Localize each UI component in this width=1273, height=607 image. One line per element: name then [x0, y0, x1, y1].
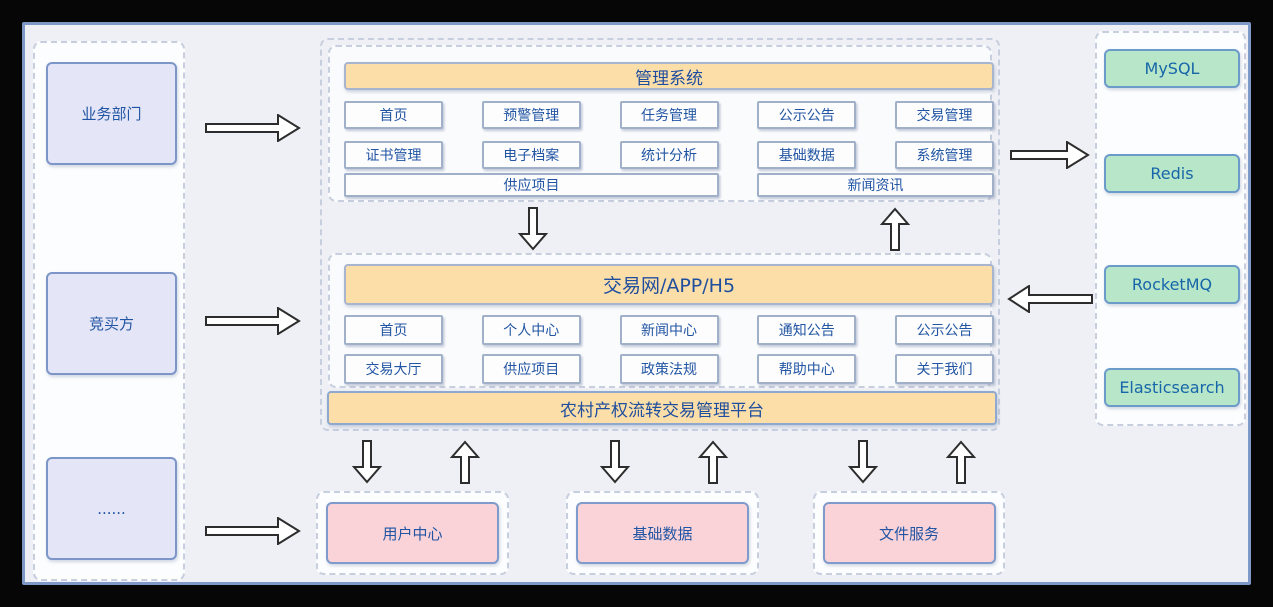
service-label: 用户中心: [382, 524, 443, 543]
actor-bidder: 竞买方: [46, 272, 177, 375]
infra-rocketmq: RocketMQ: [1104, 265, 1240, 304]
module-box: 关于我们: [895, 354, 994, 384]
module-box: 公示公告: [895, 315, 994, 345]
infra-elasticsearch: Elasticsearch: [1104, 368, 1240, 407]
module-box: 首页: [344, 101, 443, 129]
arrow-up-icon: [945, 440, 977, 484]
infra-label: MySQL: [1144, 59, 1200, 78]
infra-mysql: MySQL: [1104, 49, 1240, 88]
arrow-down-icon: [351, 440, 383, 484]
module-box: 供应项目: [481, 354, 581, 384]
module-box: 交易管理: [895, 101, 994, 129]
module-box: 政策法规: [619, 354, 719, 384]
module-box: 基础数据: [757, 141, 857, 169]
service-box: 用户中心: [326, 502, 499, 564]
arrow-down-icon: [847, 440, 879, 484]
platform-title: 农村产权流转交易管理平台: [560, 400, 764, 421]
service-panel-user-center: 用户中心: [316, 491, 509, 575]
arrow-up-icon: [879, 207, 911, 251]
panel-title: 管理系统: [635, 68, 703, 89]
actor-label: 竞买方: [88, 315, 134, 333]
infra-label: Redis: [1150, 164, 1194, 183]
infra-label: Elasticsearch: [1119, 378, 1225, 397]
module-box: 通知公告: [757, 315, 857, 345]
application-panel: 管理系统 首页 预警管理 任务管理 公示公告 交易管理 证书管理 电子档案 统计…: [320, 38, 1000, 431]
platform-bar: 农村产权流转交易管理平台: [327, 391, 997, 425]
arrow-up-icon: [697, 440, 729, 484]
service-box: 基础数据: [576, 502, 749, 564]
service-panel-file-service: 文件服务: [813, 491, 1005, 575]
module-box: 首页: [344, 315, 443, 345]
module-box: 交易大厅: [344, 354, 443, 384]
diagram-canvas: 业务部门 竞买方 ...... 管理系统 首页 预警管理 任务管理 公示公告: [22, 22, 1251, 585]
trade-module-grid: 首页 个人中心 新闻中心 通知公告 公示公告 交易大厅 供应项目 政策法规 帮助…: [344, 315, 994, 384]
management-system-header: 管理系统: [344, 62, 994, 90]
arrow-left-icon: [1007, 285, 1093, 313]
service-label: 文件服务: [878, 524, 939, 543]
module-box-wide: 新闻资讯: [757, 173, 994, 197]
module-box: 任务管理: [619, 101, 719, 129]
module-box: 系统管理: [895, 141, 994, 169]
arrow-right-icon: [1010, 141, 1090, 169]
trade-portal-header: 交易网/APP/H5: [344, 264, 994, 305]
infra-redis: Redis: [1104, 154, 1240, 193]
arrow-right-icon: [205, 517, 301, 545]
actor-label: ......: [97, 499, 126, 518]
arrow-up-icon: [449, 440, 481, 484]
management-module-grid: 首页 预警管理 任务管理 公示公告 交易管理 证书管理 电子档案 统计分析 基础…: [344, 101, 994, 169]
arrow-down-icon: [517, 207, 549, 251]
module-box: 帮助中心: [757, 354, 857, 384]
service-label: 基础数据: [632, 524, 693, 543]
actor-label: 业务部门: [81, 105, 142, 123]
module-box: 统计分析: [619, 141, 719, 169]
arrow-right-icon: [205, 114, 301, 142]
infra-label: RocketMQ: [1131, 275, 1213, 294]
infrastructure-panel: MySQL Redis RocketMQ Elasticsearch: [1095, 31, 1246, 426]
module-box-wide: 供应项目: [344, 173, 719, 197]
module-box: 新闻中心: [619, 315, 719, 345]
module-box: 电子档案: [481, 141, 581, 169]
module-box: 个人中心: [481, 315, 581, 345]
arrow-down-icon: [599, 440, 631, 484]
panel-title: 交易网/APP/H5: [602, 275, 736, 297]
arrow-right-icon: [205, 307, 301, 335]
actors-panel: 业务部门 竞买方 ......: [33, 41, 185, 581]
management-system-panel: 管理系统 首页 预警管理 任务管理 公示公告 交易管理 证书管理 电子档案 统计…: [328, 45, 994, 202]
module-box: 证书管理: [344, 141, 443, 169]
module-box: 公示公告: [757, 101, 857, 129]
module-box: 预警管理: [481, 101, 581, 129]
trade-portal-panel: 交易网/APP/H5 首页 个人中心 新闻中心 通知公告 公示公告 交易大厅 供…: [328, 253, 994, 388]
actor-business-dept: 业务部门: [46, 62, 177, 165]
service-panel-base-data: 基础数据: [566, 491, 759, 575]
service-box: 文件服务: [822, 502, 996, 564]
actor-others: ......: [46, 457, 177, 560]
